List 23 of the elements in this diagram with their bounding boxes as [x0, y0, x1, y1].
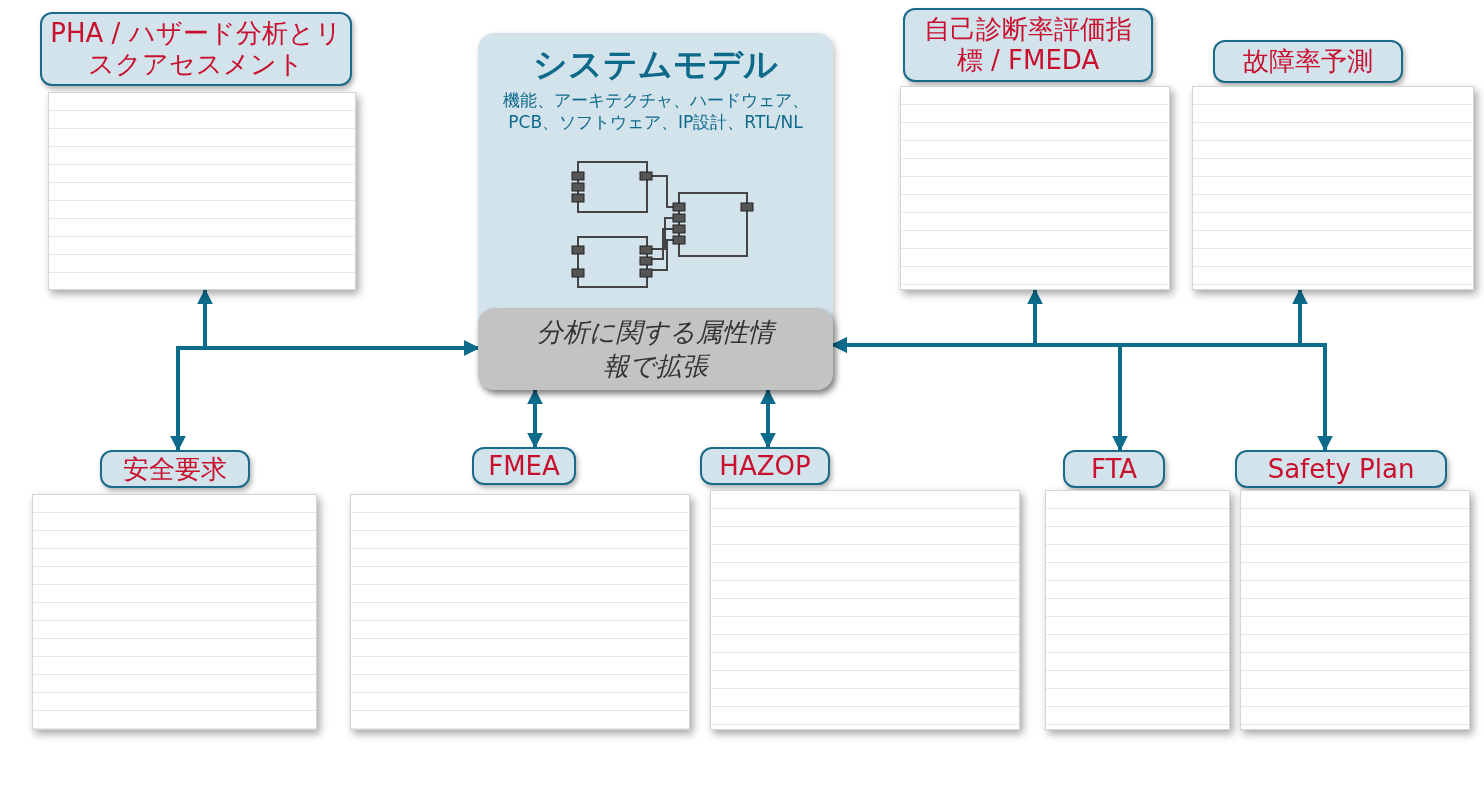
screenshot-placeholder — [32, 494, 317, 730]
screenshot-placeholder — [1045, 490, 1230, 730]
screenshot-placeholder — [710, 490, 1020, 730]
title-tab: 自己診断率評価指標 / FMEDA — [903, 8, 1153, 82]
extension-text: 分析に関する属性情報で拡張 — [535, 315, 776, 383]
arrow — [760, 388, 776, 449]
extension-box — [478, 308, 833, 390]
panel-title: システムモデル — [532, 47, 779, 81]
screenshot-placeholder — [1192, 86, 1474, 290]
title-tab: HAZOP — [700, 447, 830, 485]
screenshot-placeholder — [1240, 490, 1470, 730]
screenshot-placeholder — [48, 92, 356, 290]
title-tab: PHA / ハザード分析とリスクアセスメント — [40, 12, 352, 86]
title-tab: FMEA — [472, 447, 576, 485]
title-tab: Safety Plan — [1235, 450, 1447, 488]
screenshot-placeholder — [350, 494, 690, 730]
title-tab: FTA — [1063, 450, 1165, 488]
title-tab: 安全要求 — [100, 450, 250, 488]
title-tab: 故障率予測 — [1213, 40, 1403, 83]
system-model-panel — [478, 33, 833, 390]
arrow — [527, 388, 543, 449]
screenshot-placeholder — [900, 86, 1170, 290]
panel-subtitle: 機能、アーキテクチャ、ハードウェア、PCB、ソフトウェア、IP設計、RTL/NL — [501, 89, 810, 133]
